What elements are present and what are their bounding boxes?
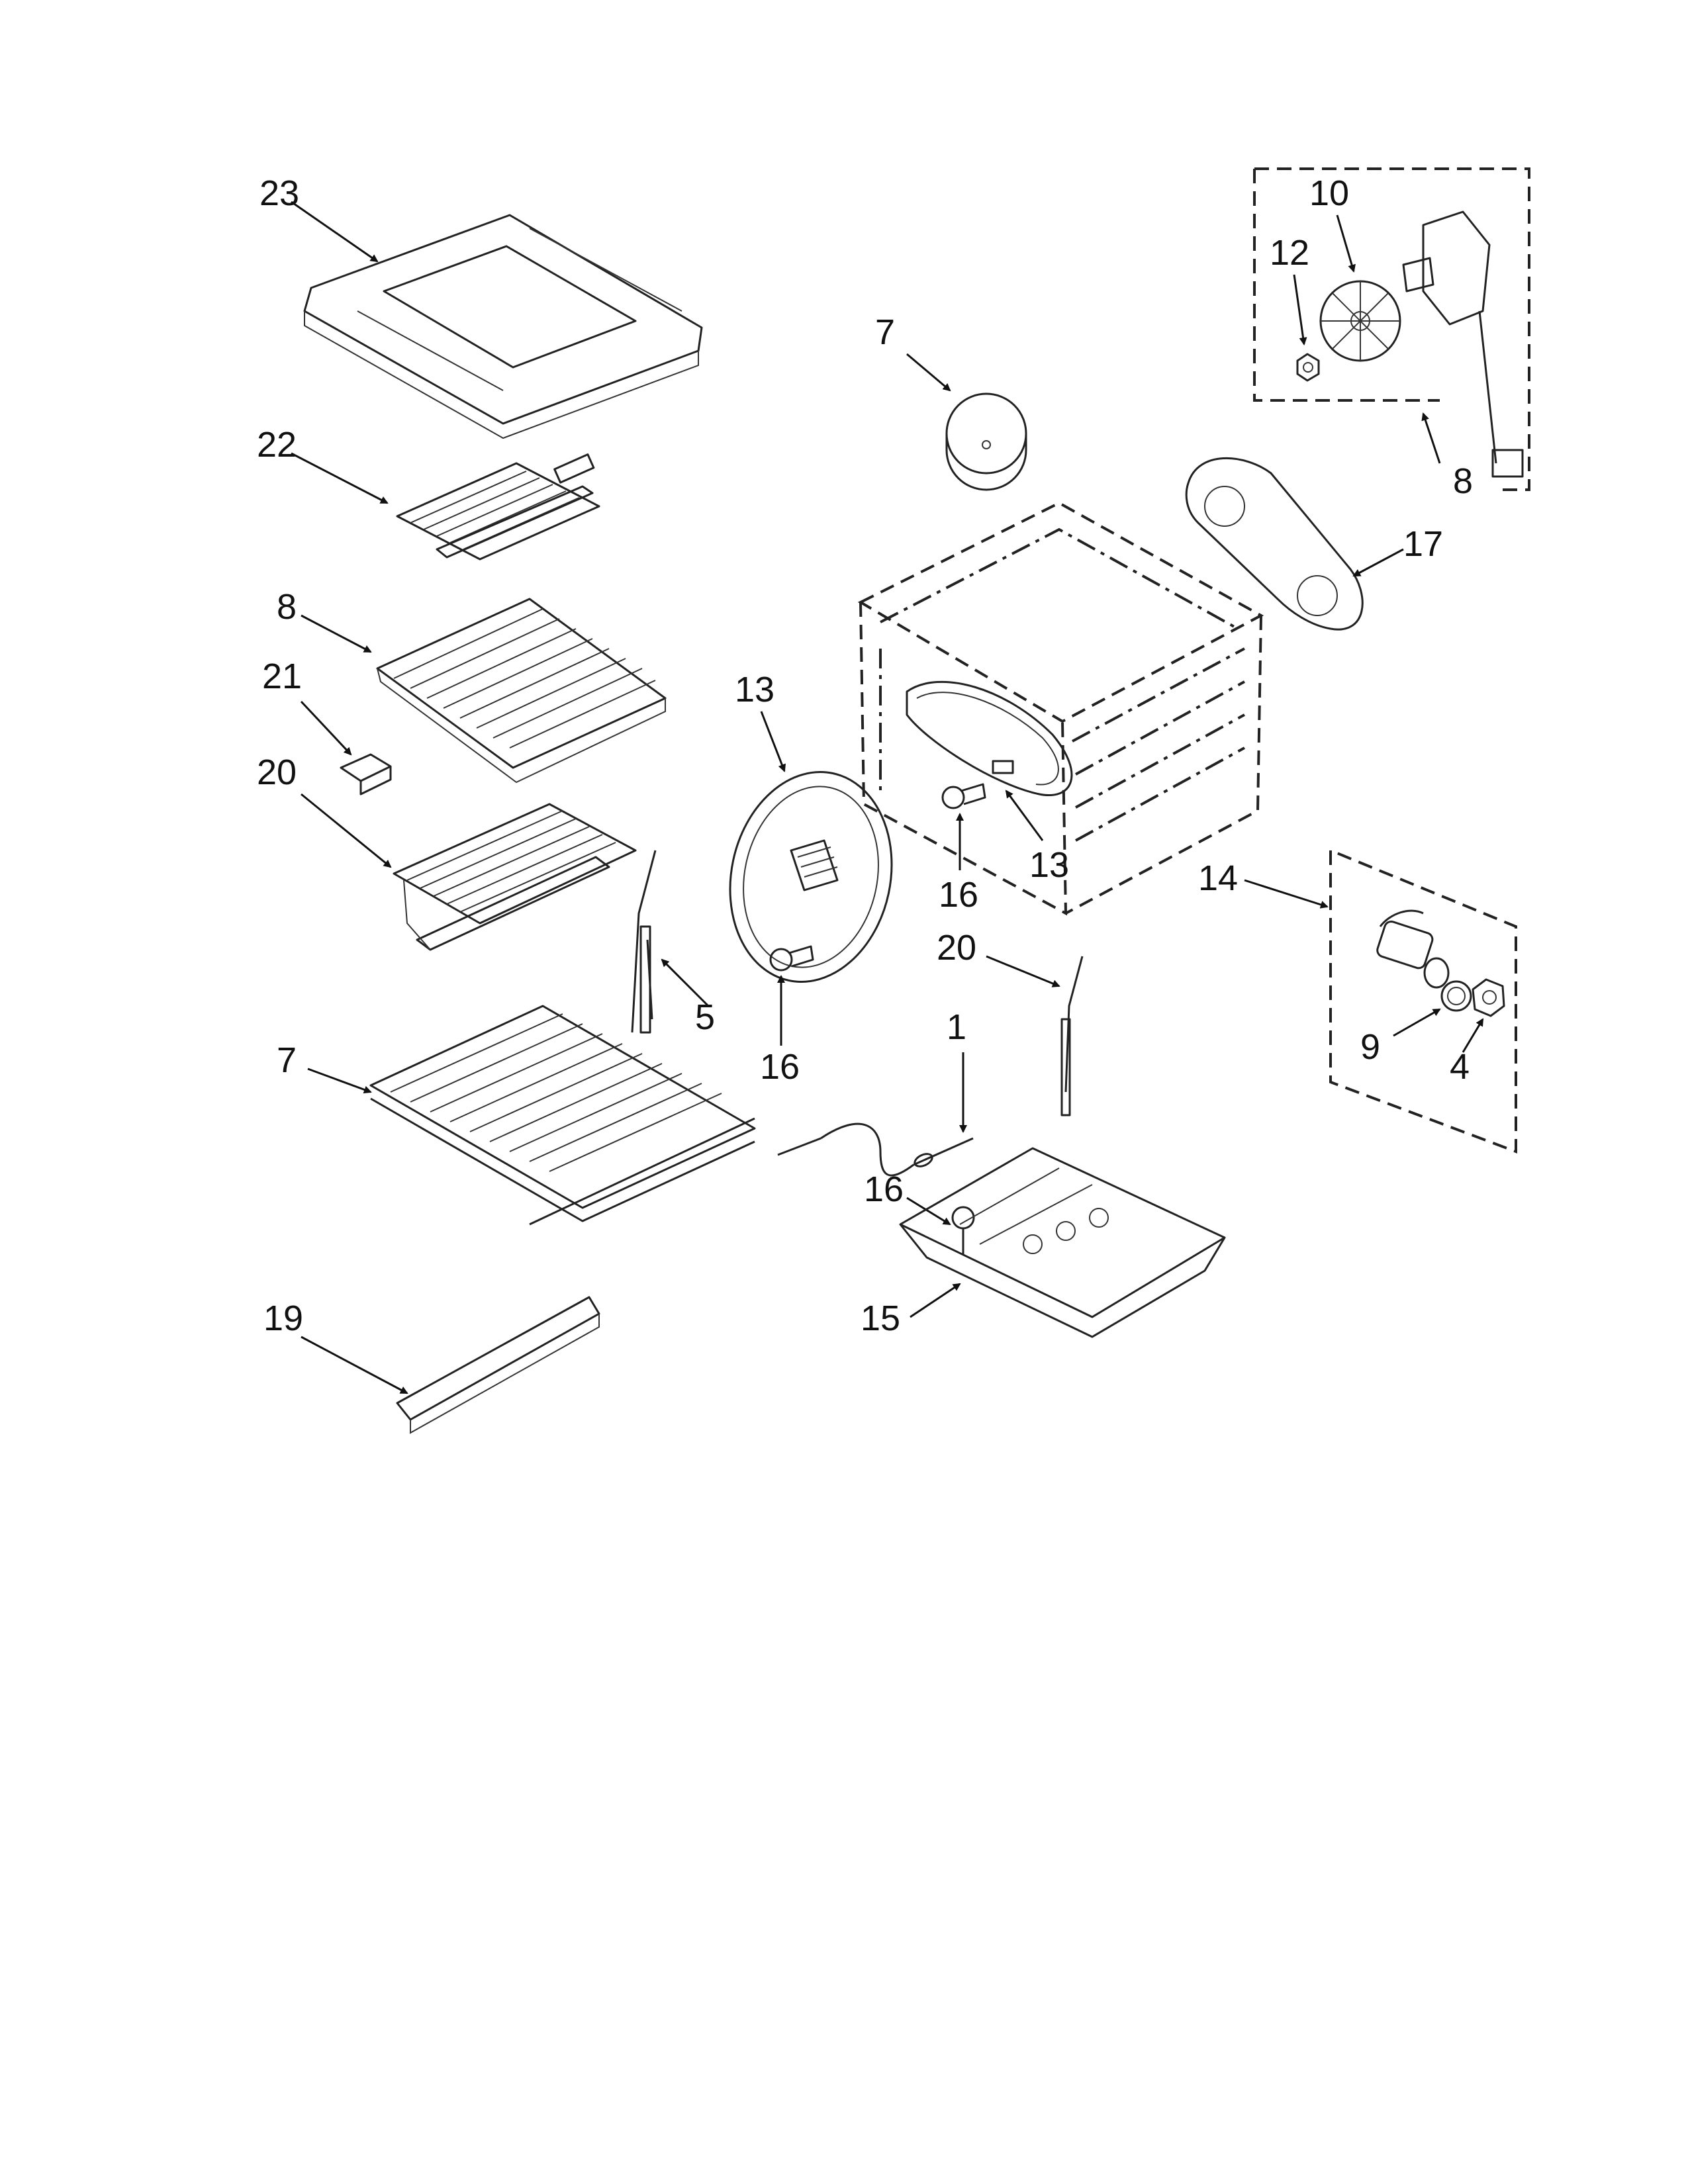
part-7-insulation-disc (945, 392, 1027, 491)
label-16-c: 16 (864, 1169, 904, 1209)
part-21-bracket (340, 753, 392, 796)
part-17-fan-cover (1185, 457, 1364, 631)
label-16-b: 16 (939, 875, 978, 915)
label-16-a: 16 (760, 1047, 800, 1087)
label-8: 9 (1360, 1027, 1380, 1067)
part-20-bake-element (393, 803, 637, 951)
label-15: 14 (1198, 858, 1238, 898)
label-7: 7 (875, 312, 895, 352)
part-14-bottom-tray (899, 1147, 1226, 1338)
part-5-sliding-rack (369, 1005, 756, 1226)
part-18-oven-sensor (1060, 956, 1084, 1116)
label-9: 8 (1453, 461, 1473, 501)
fan-motor (1402, 210, 1524, 478)
label-21: 21 (262, 657, 302, 696)
part-4-light-lens (1472, 978, 1505, 1017)
part-16a-screw (769, 945, 814, 972)
label-12: 12 (1270, 233, 1309, 273)
part-3-temperature-sensor (631, 850, 657, 1034)
part-16b-screw (941, 783, 986, 809)
part-10-fan-blade (1319, 280, 1401, 362)
part-1-meat-probe (777, 1122, 974, 1177)
label-5: 7 (277, 1040, 297, 1080)
label-19: 19 (263, 1298, 303, 1338)
part-19-trim-strip (396, 1296, 600, 1434)
oven-cavity (857, 501, 1264, 916)
part-13-convection-element (906, 680, 1073, 796)
label-18: 20 (937, 928, 976, 968)
label-1: 1 (947, 1007, 966, 1047)
part-9-fan-motor-assembly (1253, 167, 1530, 491)
label-6: 8 (277, 587, 297, 627)
part-15-light-assembly (1329, 848, 1517, 1154)
label-10: 10 (1309, 173, 1349, 213)
part-8-gasket (1440, 980, 1472, 1012)
label-23: 23 (259, 173, 299, 213)
part-6-oven-rack (376, 598, 667, 784)
label-13: 13 (1029, 845, 1069, 885)
label-17: 17 (1403, 524, 1443, 564)
label-14: 15 (861, 1298, 900, 1338)
part-12-nut (1296, 353, 1320, 382)
part-16c-screw (951, 1206, 975, 1254)
label-20: 20 (257, 752, 297, 792)
part-23-top-panel (303, 214, 703, 439)
label-11: 13 (735, 670, 774, 709)
label-22: 22 (257, 425, 297, 465)
part-22-broil-element (396, 453, 600, 561)
label-4: 4 (1450, 1047, 1470, 1087)
